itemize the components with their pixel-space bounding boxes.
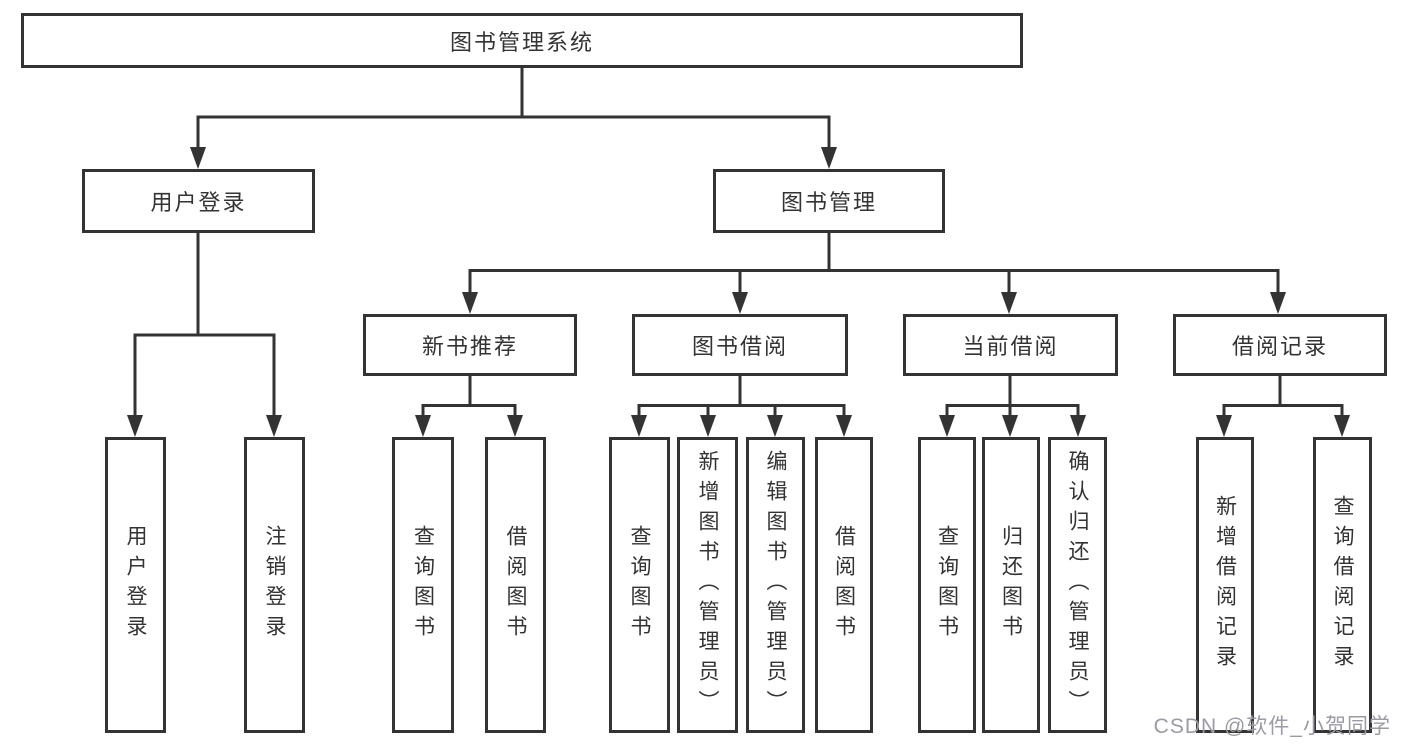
arrow-down-icon <box>1270 292 1286 314</box>
leaf-label: 新增借阅记录 <box>1213 495 1237 675</box>
arrow-down-icon <box>767 415 783 437</box>
node-book-borrowing: 图书借阅 <box>632 314 848 376</box>
leaf-return-books: 归还图书 <box>982 437 1040 733</box>
arrow-down-icon <box>127 415 143 437</box>
arrow-down-icon <box>1002 415 1018 437</box>
leaf-query-books-recommend: 查询图书 <box>392 437 454 733</box>
leaf-label: 编辑图书（管理员） <box>764 450 787 720</box>
leaf-confirm-return-admin: 确认归还（管理员） <box>1048 437 1107 733</box>
arrow-down-icon <box>1334 415 1350 437</box>
leaf-label: 用户登录 <box>124 525 147 645</box>
leaf-label: 归还图书 <box>999 525 1023 645</box>
leaf-edit-books-admin: 编辑图书（管理员） <box>746 437 805 733</box>
leaf-add-books-admin: 新增图书（管理员） <box>677 437 738 733</box>
leaf-borrow-books: 借阅图书 <box>815 437 873 733</box>
arrow-down-icon <box>1070 415 1086 437</box>
arrow-down-icon <box>190 147 206 169</box>
arrow-down-icon <box>821 147 837 169</box>
node-label: 用户登录 <box>150 190 247 215</box>
leaf-label: 注销登录 <box>263 525 286 645</box>
leaf-label: 查询借阅记录 <box>1331 495 1354 675</box>
node-label: 借阅记录 <box>1231 334 1328 359</box>
node-label: 图书借阅 <box>691 334 788 359</box>
leaf-label: 确认归还（管理员） <box>1066 450 1089 720</box>
leaf-query-borrow-record: 查询借阅记录 <box>1313 437 1372 733</box>
arrow-down-icon <box>507 415 523 437</box>
leaf-label: 新增图书（管理员） <box>696 450 719 720</box>
arrow-down-icon <box>415 415 431 437</box>
elbow-connectors <box>133 68 1344 417</box>
leaf-label: 查询图书 <box>628 525 651 645</box>
node-label: 当前借阅 <box>962 334 1059 359</box>
csdn-watermark: CSDN @软件_小贺同学 <box>1153 715 1391 738</box>
arrowheads <box>127 147 1350 437</box>
arrow-down-icon <box>732 292 748 314</box>
leaf-logout: 注销登录 <box>244 437 305 733</box>
leaf-label: 借阅图书 <box>832 525 856 645</box>
leaf-add-borrow-record: 新增借阅记录 <box>1196 437 1254 733</box>
node-user-login: 用户登录 <box>82 169 315 233</box>
node-label: 图书管理 <box>780 190 877 215</box>
arrow-down-icon <box>1001 292 1017 314</box>
arrow-down-icon <box>266 415 282 437</box>
leaf-query-books-borrowing: 查询图书 <box>609 437 670 733</box>
leaf-label: 查询图书 <box>411 525 435 645</box>
node-root-system: 图书管理系统 <box>21 13 1023 68</box>
leaf-borrow-books-recommend: 借阅图书 <box>485 437 546 733</box>
leaf-label: 借阅图书 <box>504 525 527 645</box>
leaf-query-books-current: 查询图书 <box>918 437 976 733</box>
leaf-user-login: 用户登录 <box>105 437 166 733</box>
arrow-down-icon <box>700 415 716 437</box>
node-book-management: 图书管理 <box>713 169 945 233</box>
node-current-borrowing: 当前借阅 <box>903 314 1118 376</box>
arrow-down-icon <box>462 292 478 314</box>
arrow-down-icon <box>939 415 955 437</box>
node-borrowing-records: 借阅记录 <box>1173 314 1387 376</box>
node-new-book-recommend: 新书推荐 <box>363 314 577 376</box>
node-label: 图书管理系统 <box>449 29 594 55</box>
arrow-down-icon <box>631 415 647 437</box>
leaf-label: 查询图书 <box>935 525 959 645</box>
arrow-down-icon <box>836 415 852 437</box>
arrow-down-icon <box>1216 415 1232 437</box>
node-label: 新书推荐 <box>421 334 518 359</box>
